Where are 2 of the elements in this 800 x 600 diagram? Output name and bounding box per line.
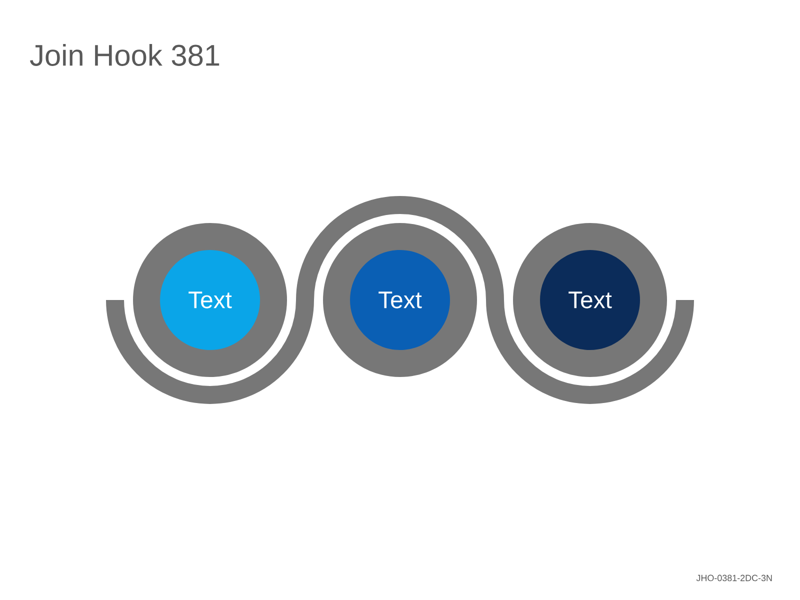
code-label: JHO-0381-2DC-3N: [696, 574, 772, 582]
title: Join Hook 381: [30, 44, 220, 66]
